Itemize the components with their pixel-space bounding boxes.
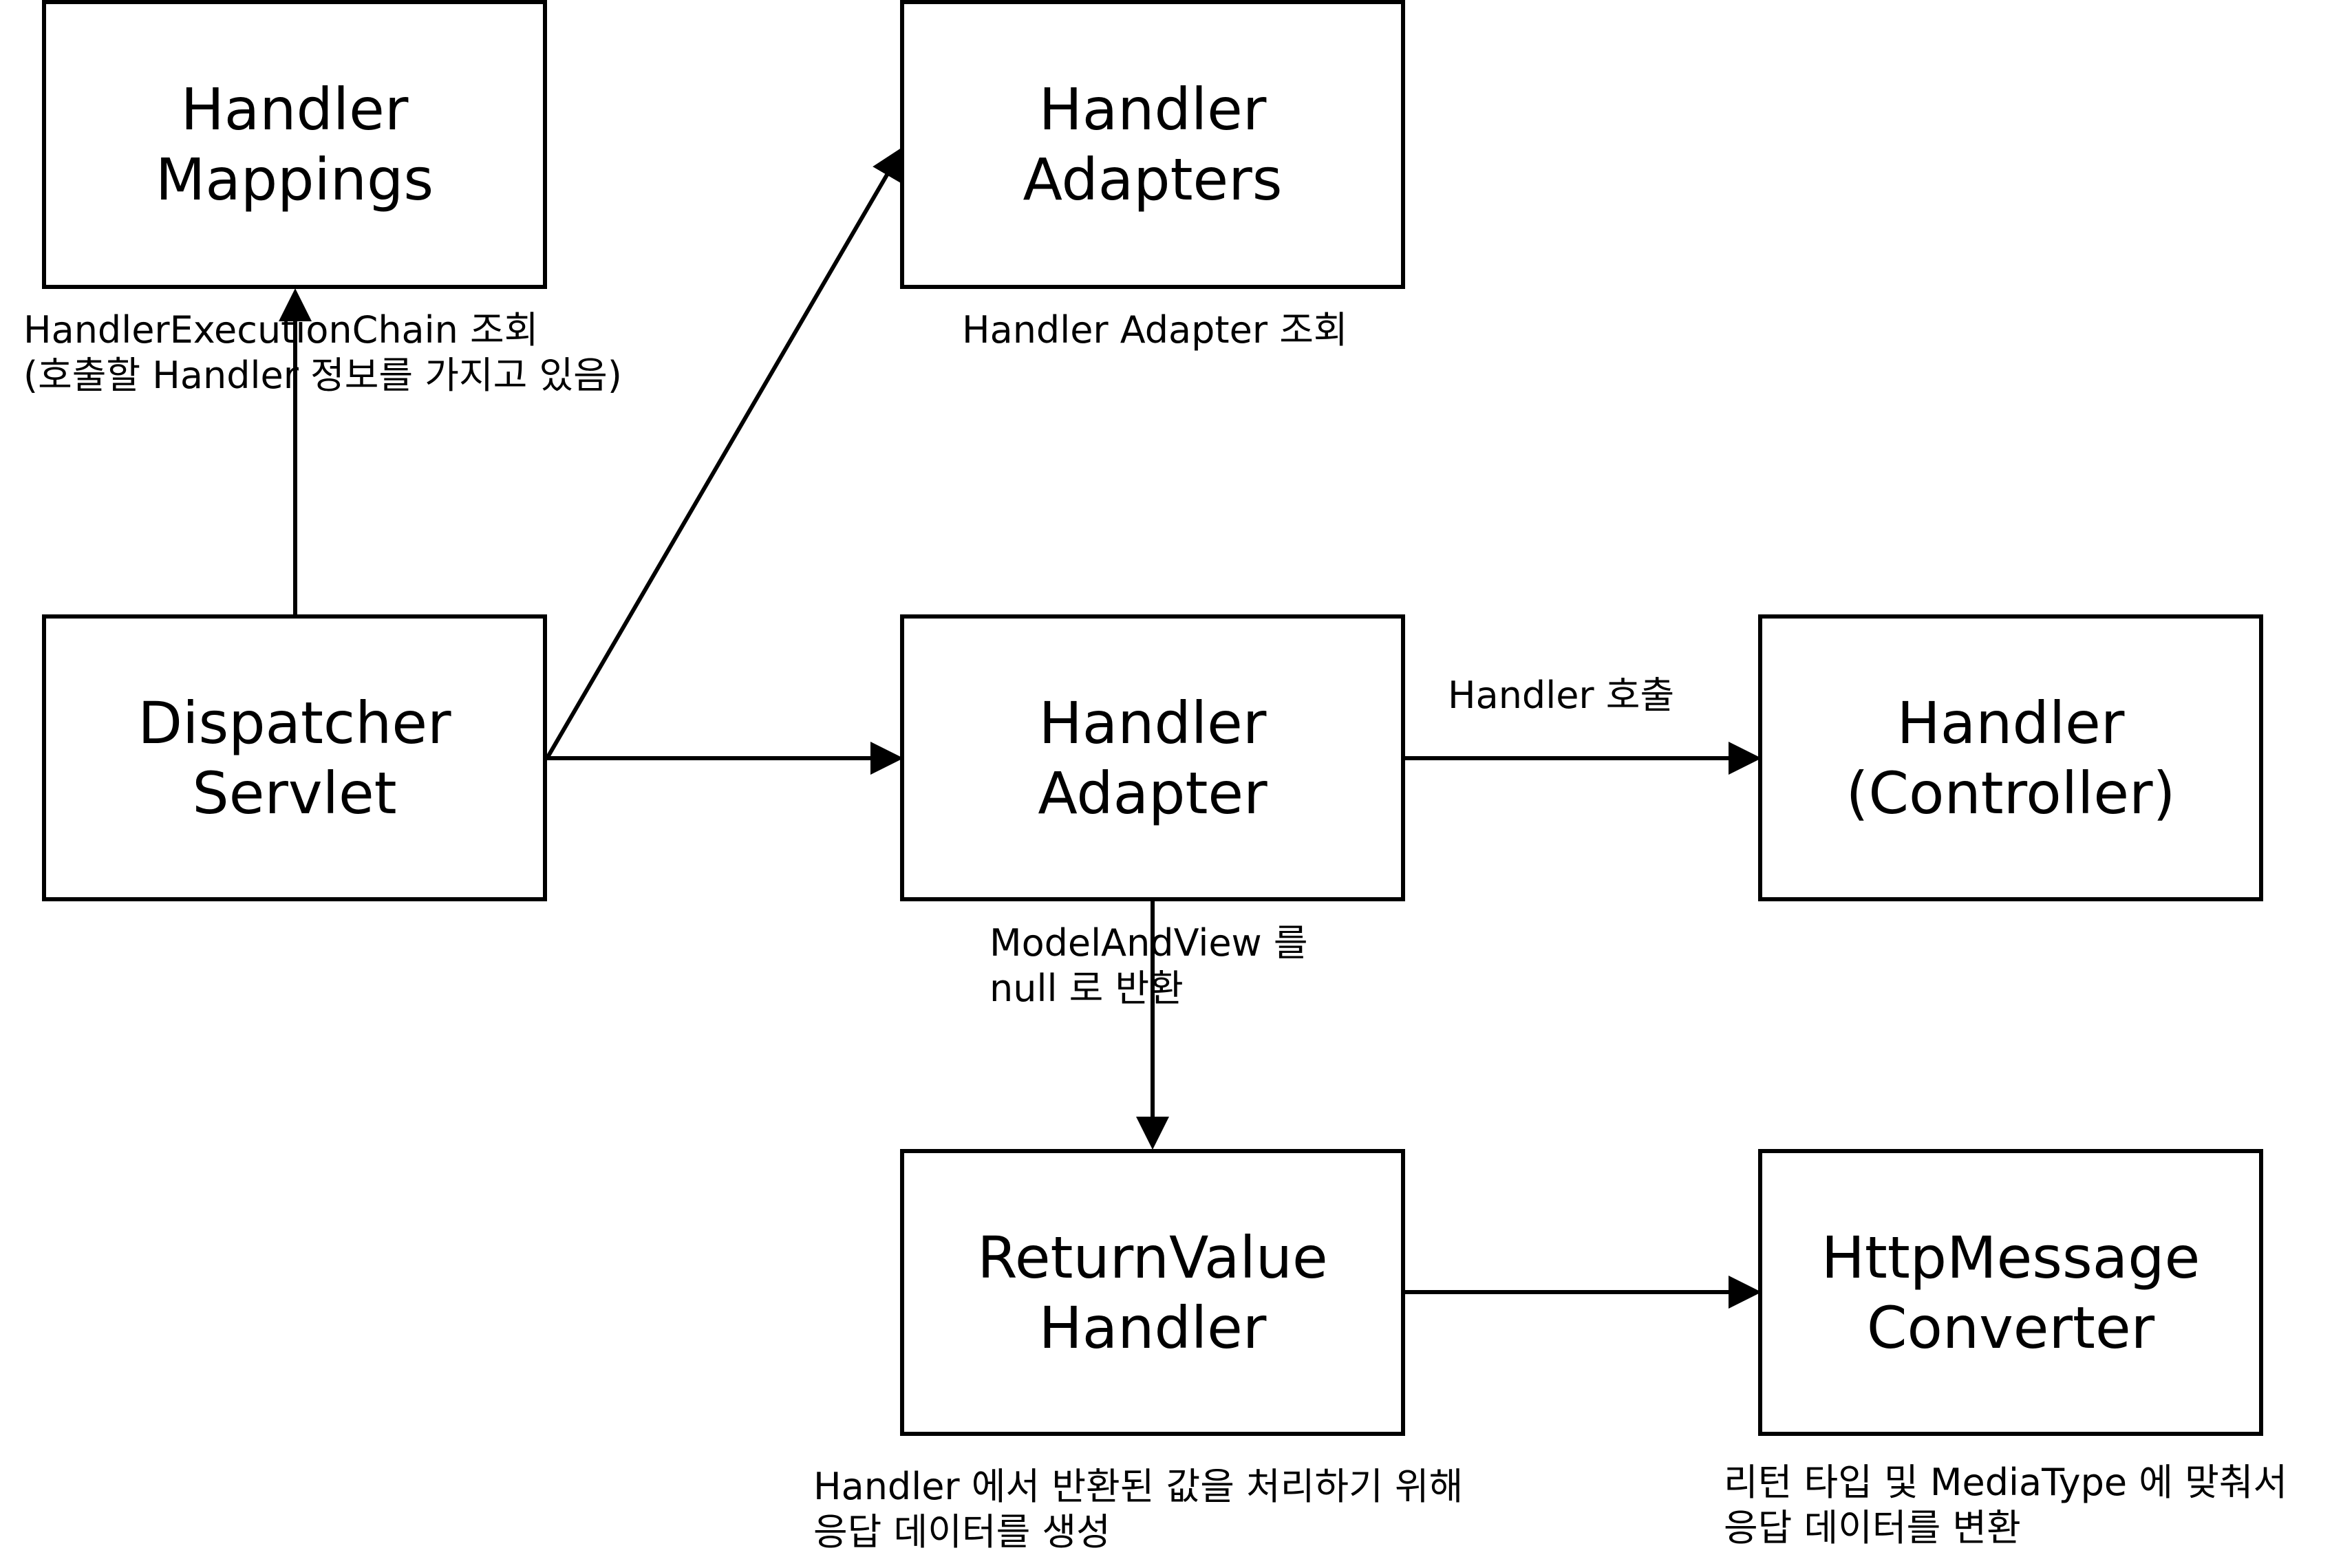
return-value-handler-box: ReturnValue Handler xyxy=(900,1149,1405,1436)
box-line: Handler xyxy=(1038,1293,1267,1362)
execution-chain-note: HandlerExecutionChain 조회 (호출할 Handler 정보… xyxy=(23,308,622,398)
http-message-converter-box: HttpMessage Converter xyxy=(1758,1149,2263,1436)
box-line: ReturnValue xyxy=(977,1223,1328,1291)
return-value-note: Handler 에서 반환된 값을 처리하기 위해 응답 데이터를 생성 xyxy=(813,1464,1463,1555)
box-line: Servlet xyxy=(192,759,397,827)
box-line: Handler xyxy=(180,76,409,143)
dispatcher-servlet-box: Dispatcher Servlet xyxy=(42,614,547,901)
box-line: Handler xyxy=(1896,689,2125,757)
note-line: Handler 에서 반환된 값을 처리하기 위해 xyxy=(813,1465,1464,1508)
note-line: 응답 데이터를 변환 xyxy=(1724,1506,2021,1549)
note-line: 리턴 타입 및 MediaType 에 맞춰서 xyxy=(1724,1461,2288,1504)
handler-controller-box: Handler (Controller) xyxy=(1758,614,2263,901)
arrow-dispatcher-to-adapters xyxy=(545,146,904,760)
note-line: ModelAndView 를 xyxy=(990,921,1308,965)
handler-adapters-box: Handler Adapters xyxy=(900,0,1405,289)
handler-mappings-box: Handler Mappings xyxy=(42,0,547,289)
converter-note: 리턴 타입 및 MediaType 에 맞춰서 응답 데이터를 변환 xyxy=(1724,1460,2287,1551)
note-line: HandlerExecutionChain 조회 xyxy=(23,308,539,352)
handler-adapter-box: Handler Adapter xyxy=(900,614,1405,901)
box-line: Adapters xyxy=(1023,146,1283,213)
note-line: Handler 호출 xyxy=(1448,674,1675,717)
box-line: HttpMessage xyxy=(1821,1223,2201,1291)
box-line: Handler xyxy=(1038,76,1267,143)
handler-call-note: Handler 호출 xyxy=(1448,673,1674,718)
box-line: Converter xyxy=(1866,1293,2155,1362)
note-line: 응답 데이터를 생성 xyxy=(813,1510,1111,1554)
note-line: null 로 반환 xyxy=(990,967,1184,1010)
note-line: Handler Adapter 조회 xyxy=(962,308,1348,352)
model-and-view-note: ModelAndView 를 null 로 반환 xyxy=(990,921,1308,1011)
note-line: (호출할 Handler 정보를 가지고 있음) xyxy=(23,354,622,397)
box-line: Mappings xyxy=(155,146,434,213)
box-line: Handler xyxy=(1038,689,1267,757)
box-line: Adapter xyxy=(1038,759,1267,827)
adapter-lookup-note: Handler Adapter 조회 xyxy=(962,308,1348,353)
box-line: (Controller) xyxy=(1846,759,2176,827)
box-line: Dispatcher xyxy=(138,689,451,757)
